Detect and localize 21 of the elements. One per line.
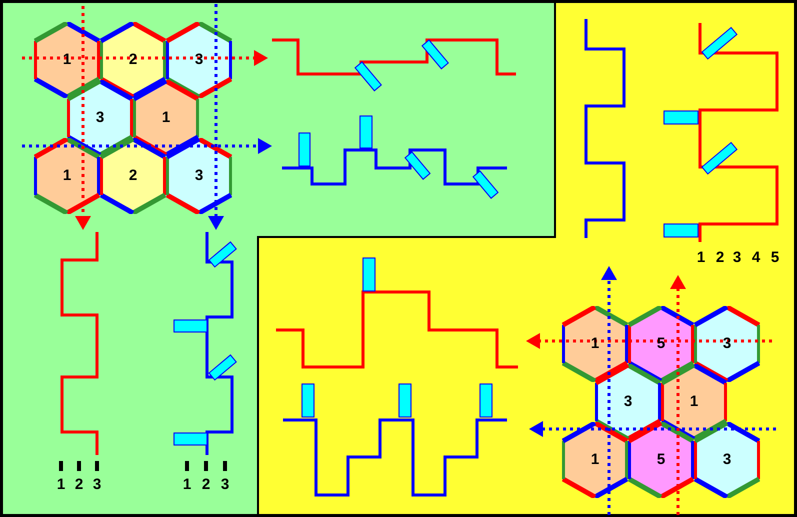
position-number: 3 xyxy=(92,476,102,493)
position-number: 1 xyxy=(56,476,66,493)
position-number: 5 xyxy=(770,249,780,266)
hexagon-cell: 3 xyxy=(694,306,760,382)
position-number: 2 xyxy=(74,476,84,493)
hexagon-cell: 1 xyxy=(562,422,628,498)
position-number: 2 xyxy=(202,476,210,493)
hexagon-cell: 3 xyxy=(166,138,232,214)
position-number: 2 xyxy=(716,249,724,266)
hexagon-cell: 3 xyxy=(166,22,232,98)
position-number: 3 xyxy=(220,476,230,493)
hexagon-cell: 2 xyxy=(100,138,166,214)
hexagon-cell: 5 xyxy=(628,422,694,498)
hexagon-cell: 1 xyxy=(562,306,628,382)
position-number: 1 xyxy=(182,476,192,493)
position-number: 4 xyxy=(752,249,760,266)
hexagon-cell: 1 xyxy=(34,138,100,214)
hexagon-cell: 3 xyxy=(694,422,760,498)
position-number: 1 xyxy=(696,249,706,266)
position-number: 3 xyxy=(732,249,742,266)
hexagon-cell: 1 xyxy=(34,22,100,98)
